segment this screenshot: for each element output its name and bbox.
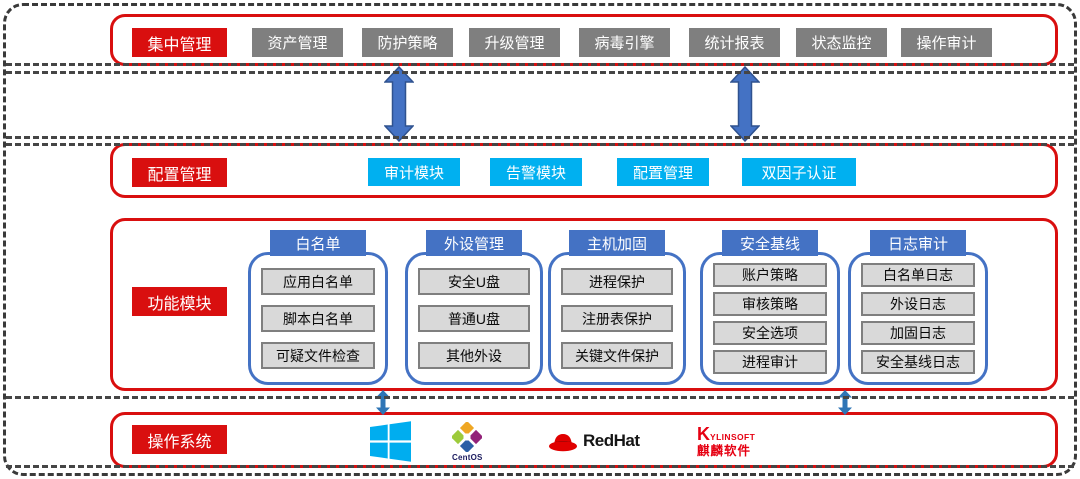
kylinsoft-logo-initial: K <box>697 424 710 444</box>
list-item: 普通U盘 <box>418 305 530 332</box>
peripheral-header: 外设管理 <box>426 230 522 256</box>
windows-logo-icon <box>370 421 411 462</box>
column-host-hardening: 主机加固 进程保护 注册表保护 关键文件保护 <box>548 230 686 385</box>
status-monitor-box: 状态监控 <box>796 28 887 57</box>
list-item: 加固日志 <box>861 321 975 345</box>
alert-module-box: 告警模块 <box>490 158 582 186</box>
list-item: 应用白名单 <box>261 268 375 295</box>
kylinsoft-logo-text: YLINSOFT <box>710 432 756 442</box>
list-item: 关键文件保护 <box>561 342 673 369</box>
list-item: 进程保护 <box>561 268 673 295</box>
double-arrow-icon <box>376 390 390 415</box>
redhat-logo-text: RedHat <box>583 431 640 450</box>
log-audit-header: 日志审计 <box>870 230 966 256</box>
list-item: 账户策略 <box>713 263 827 287</box>
kylinsoft-logo-chinese-text: 麒麟软件 <box>697 444 752 458</box>
centos-logo-icon: CentOS <box>452 422 483 462</box>
section-centralized-management: 集中管理 资产管理 防护策略 升级管理 病毒引擎 统计报表 状态监控 操作审计 <box>110 14 1058 66</box>
statistics-report-box: 统计报表 <box>689 28 780 57</box>
asset-management-box: 资产管理 <box>252 28 343 57</box>
dashed-separator <box>6 136 1074 139</box>
config-module-box: 配置管理 <box>617 158 709 186</box>
dashed-separator <box>6 396 1074 399</box>
audit-module-box: 审计模块 <box>368 158 460 186</box>
list-item: 外设日志 <box>861 292 975 316</box>
whitelist-header: 白名单 <box>270 230 366 256</box>
virus-engine-box: 病毒引擎 <box>579 28 670 57</box>
list-item: 可疑文件检查 <box>261 342 375 369</box>
host-hardening-header: 主机加固 <box>569 230 665 256</box>
security-baseline-header: 安全基线 <box>722 230 818 256</box>
two-factor-auth-box: 双因子认证 <box>742 158 856 186</box>
column-security-baseline: 安全基线 账户策略 审核策略 安全选项 进程审计 <box>700 230 840 385</box>
list-item: 其他外设 <box>418 342 530 369</box>
double-arrow-icon <box>384 66 414 142</box>
double-arrow-icon <box>730 66 760 142</box>
double-arrow-icon <box>838 390 852 415</box>
operating-system-label: 操作系统 <box>132 425 227 454</box>
list-item: 脚本白名单 <box>261 305 375 332</box>
config-management-label: 配置管理 <box>132 158 227 187</box>
section-operating-systems: 操作系统 CentOS <box>110 412 1058 468</box>
list-item: 安全基线日志 <box>861 350 975 374</box>
operation-audit-box: 操作审计 <box>901 28 992 57</box>
protection-policy-box: 防护策略 <box>362 28 453 57</box>
section-function-modules: 功能模块 白名单 应用白名单 脚本白名单 可疑文件检查 外设管理 安全U盘 普通… <box>110 218 1058 391</box>
redhat-logo-icon: RedHat <box>548 428 640 454</box>
column-peripheral: 外设管理 安全U盘 普通U盘 其他外设 <box>405 230 543 385</box>
list-item: 安全选项 <box>713 321 827 345</box>
function-modules-label: 功能模块 <box>132 287 227 316</box>
dashed-separator <box>6 71 1074 74</box>
section-config-management: 配置管理 审计模块 告警模块 配置管理 双因子认证 <box>110 143 1058 198</box>
centos-logo-text: CentOS <box>452 453 483 462</box>
centralized-management-label: 集中管理 <box>132 28 227 57</box>
list-item: 审核策略 <box>713 292 827 316</box>
upgrade-management-box: 升级管理 <box>469 28 560 57</box>
column-log-audit: 日志审计 白名单日志 外设日志 加固日志 安全基线日志 <box>848 230 988 385</box>
list-item: 安全U盘 <box>418 268 530 295</box>
column-whitelist: 白名单 应用白名单 脚本白名单 可疑文件检查 <box>248 230 388 385</box>
list-item: 进程审计 <box>713 350 827 374</box>
list-item: 白名单日志 <box>861 263 975 287</box>
list-item: 注册表保护 <box>561 305 673 332</box>
